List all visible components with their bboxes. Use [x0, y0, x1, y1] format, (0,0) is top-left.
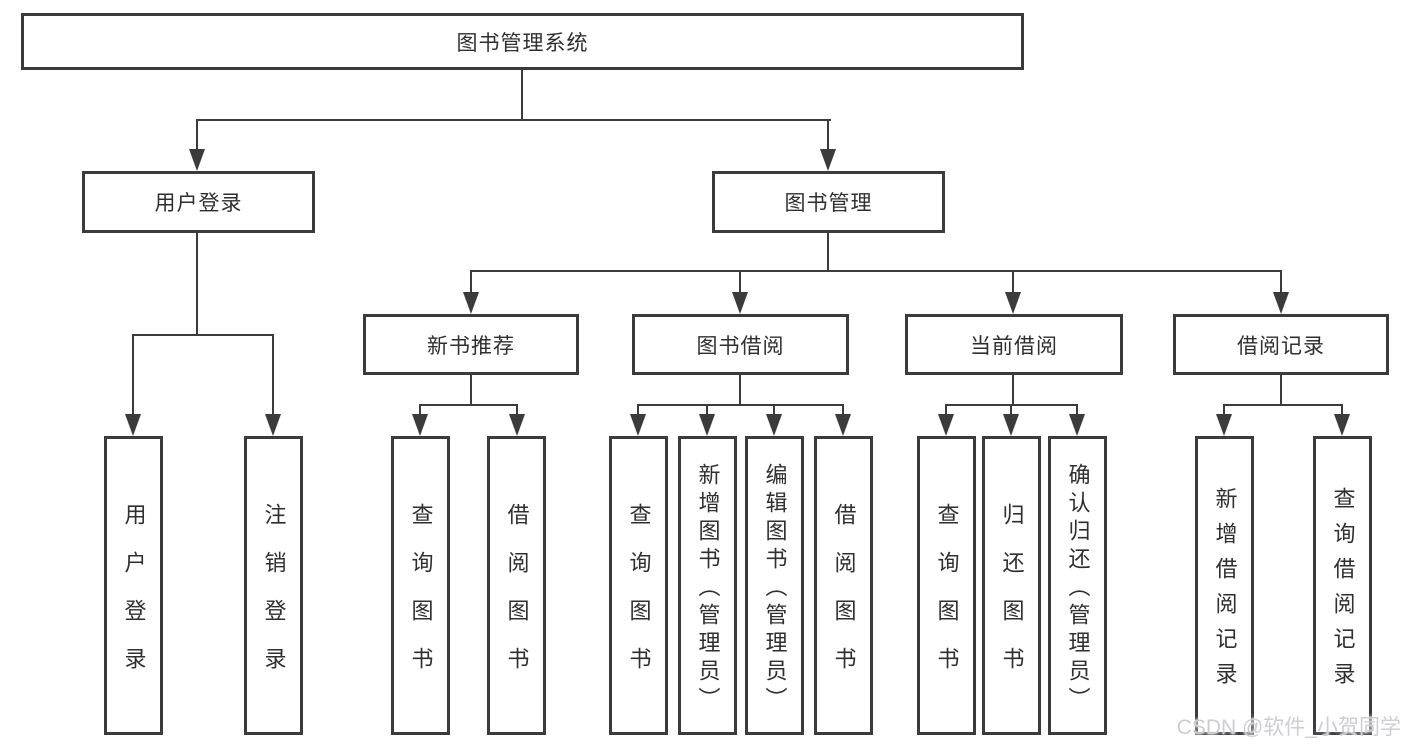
node-confirm-return-admin: 确认归还（管理员）	[1048, 436, 1107, 735]
node-label: 当前借阅	[970, 334, 1058, 358]
node-library-system: 图书管理系统	[21, 13, 1024, 70]
connector-line	[132, 334, 134, 416]
node-logout: 注销登录	[244, 436, 303, 735]
connector-line	[706, 404, 708, 416]
arrow-down-icon	[820, 149, 836, 171]
arrow-down-icon	[699, 414, 715, 436]
node-label: 借阅记录	[1237, 334, 1325, 358]
connector-line	[419, 404, 518, 406]
arrow-down-icon	[265, 414, 281, 436]
connector-line	[521, 69, 523, 121]
arrow-down-icon	[463, 292, 479, 314]
node-label: 新增借阅记录	[1212, 487, 1238, 697]
csdn-watermark: CSDN @软件_小贺同学	[1176, 716, 1401, 739]
connector-line	[470, 270, 472, 296]
connector-line	[773, 404, 775, 416]
node-label: 图书管理	[784, 192, 873, 215]
connector-line	[1012, 375, 1014, 406]
connector-line	[827, 233, 829, 272]
arrow-down-icon	[1334, 414, 1350, 436]
arrow-down-icon	[1216, 414, 1232, 436]
connector-line	[470, 375, 472, 406]
connector-line	[196, 119, 198, 153]
connector-line	[827, 119, 829, 153]
node-borrow-books: 借阅图书	[814, 436, 873, 735]
connector-line	[637, 404, 844, 406]
node-query-books: 查询图书	[609, 436, 668, 735]
node-label: 新增图书（管理员）	[695, 462, 721, 715]
connector-line	[1010, 404, 1012, 416]
arrow-down-icon	[835, 414, 851, 436]
node-book-borrowing: 图书借阅	[632, 314, 849, 375]
connector-line	[842, 404, 844, 416]
node-query-books: 查询图书	[391, 436, 450, 735]
connector-line	[1280, 270, 1282, 296]
node-label: 图书管理系统	[456, 31, 589, 55]
node-user-login: 用户登录	[82, 171, 315, 233]
connector-line	[272, 334, 274, 416]
node-label: 查询图书	[626, 502, 652, 695]
node-label: 图书借阅	[696, 334, 785, 358]
arrow-down-icon	[1273, 292, 1289, 314]
arrow-down-icon	[630, 414, 646, 436]
connector-line	[1341, 404, 1343, 416]
node-edit-books-admin: 编辑图书（管理员）	[745, 436, 804, 735]
node-label: 借阅图书	[504, 502, 530, 695]
node-label: 查询图书	[408, 502, 434, 695]
arrow-down-icon	[125, 414, 141, 436]
connector-line	[470, 270, 1282, 272]
node-label: 用户登录	[154, 192, 243, 215]
connector-line	[197, 119, 831, 121]
connector-line	[1223, 404, 1343, 406]
arrow-down-icon	[412, 414, 428, 436]
connector-line	[1012, 270, 1014, 296]
node-label: 确认归还（管理员）	[1065, 462, 1091, 715]
connector-line	[739, 375, 741, 406]
node-query-borrow-record: 查询借阅记录	[1313, 436, 1372, 735]
connector-line	[1076, 404, 1078, 416]
node-label: 注销登录	[261, 502, 287, 695]
arrow-down-icon	[1003, 414, 1019, 436]
node-book-management: 图书管理	[712, 171, 945, 233]
node-label: 用户登录	[121, 502, 147, 695]
node-label: 借阅图书	[831, 502, 857, 695]
connector-line	[196, 233, 198, 336]
node-label: 编辑图书（管理员）	[762, 462, 788, 715]
connector-line	[419, 404, 421, 416]
arrow-down-icon	[509, 414, 525, 436]
connector-line	[945, 404, 947, 416]
arrow-down-icon	[189, 149, 205, 171]
node-label: 查询借阅记录	[1330, 487, 1356, 697]
arrow-down-icon	[938, 414, 954, 436]
connector-line	[132, 334, 274, 336]
connector-line	[1280, 375, 1282, 406]
node-borrowing-records: 借阅记录	[1173, 314, 1389, 375]
node-label: 归还图书	[999, 502, 1025, 695]
arrow-down-icon	[1005, 292, 1021, 314]
connector-line	[637, 404, 639, 416]
connector-line	[739, 270, 741, 296]
connector-line	[1223, 404, 1225, 416]
node-current-borrowing: 当前借阅	[905, 314, 1123, 375]
arrow-down-icon	[732, 292, 748, 314]
connector-line	[516, 404, 518, 416]
node-return-books: 归还图书	[982, 436, 1041, 735]
arrow-down-icon	[766, 414, 782, 436]
arrow-down-icon	[1069, 414, 1085, 436]
node-label: 查询图书	[934, 502, 960, 695]
node-add-borrow-record: 新增借阅记录	[1195, 436, 1254, 735]
node-user-login-leaf: 用户登录	[104, 436, 163, 735]
node-new-book-recommend: 新书推荐	[363, 314, 579, 375]
node-add-books-admin: 新增图书（管理员）	[678, 436, 737, 735]
node-borrow-books: 借阅图书	[487, 436, 546, 735]
node-query-books: 查询图书	[917, 436, 976, 735]
node-label: 新书推荐	[427, 334, 515, 358]
